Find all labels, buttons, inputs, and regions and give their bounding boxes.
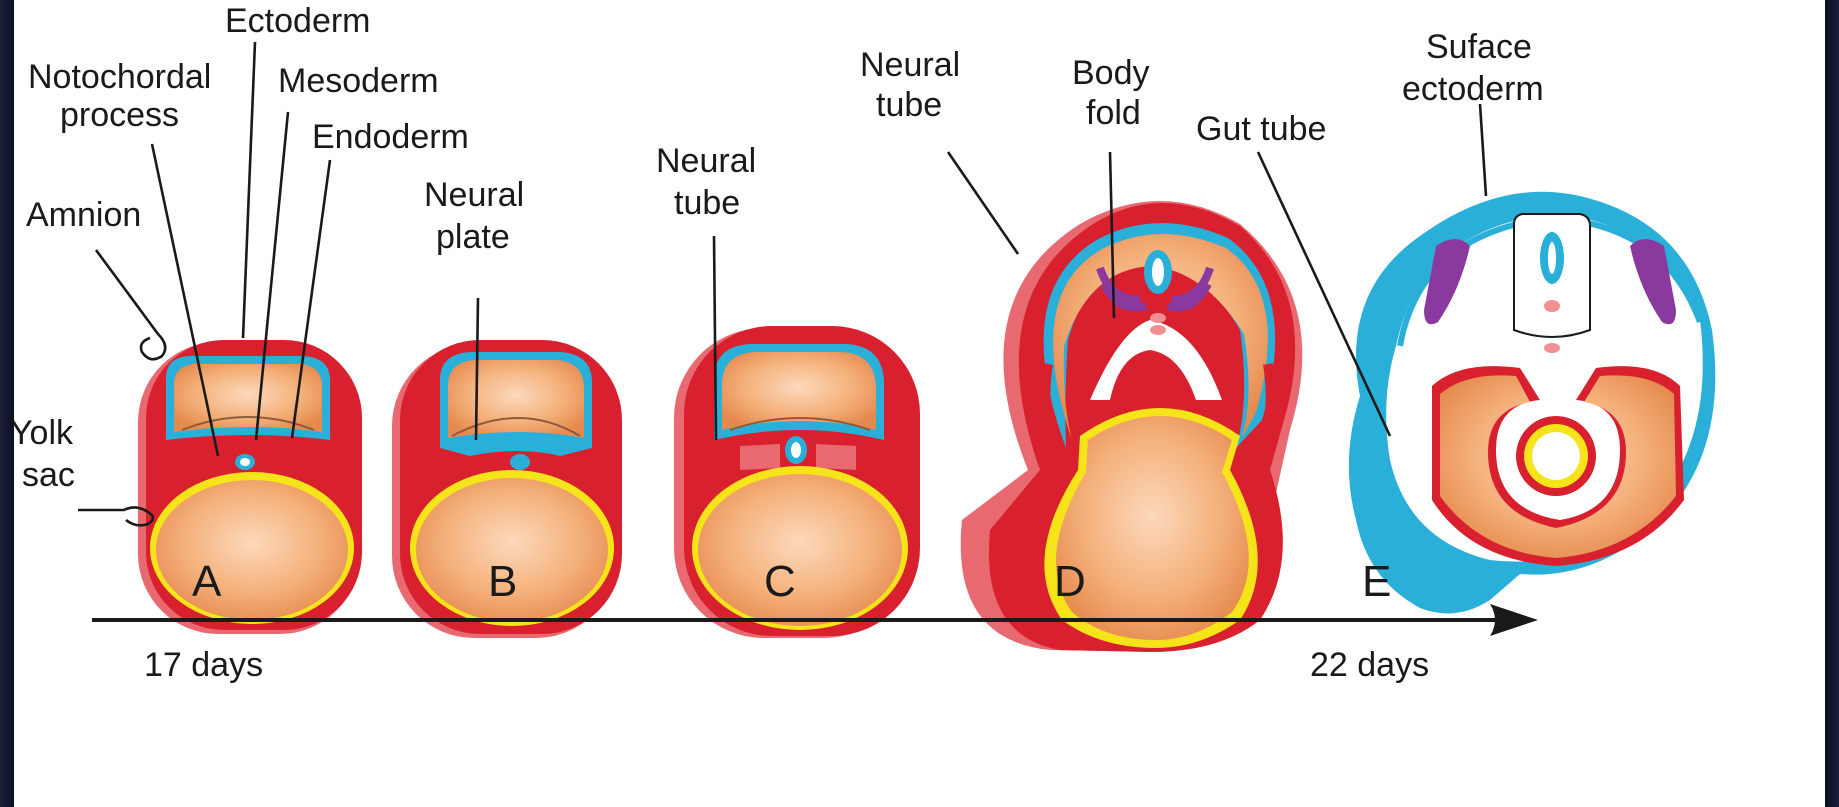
label-mesoderm: Mesoderm [278, 62, 439, 100]
stage-letter-d: D [1054, 557, 1086, 606]
stage-d-embryo [961, 201, 1303, 652]
stage-letter-c: C [764, 557, 796, 606]
timeline-end-label: 22 days [1310, 646, 1429, 684]
label-amnion: Amnion [26, 196, 141, 234]
timeline-start-label: 17 days [144, 646, 263, 684]
label-neural-tube-c-line2: tube [674, 184, 740, 222]
stage-letter-b: B [488, 557, 517, 606]
label-body-fold-line1: Body [1072, 54, 1150, 92]
label-endoderm: Endoderm [312, 118, 469, 156]
label-neural-tube-c-line1: Neural [656, 142, 756, 180]
stage-c-embryo [674, 326, 920, 638]
label-yolk-sac-line2: sac [22, 456, 75, 494]
label-neural-tube-d-line1: Neural [860, 46, 960, 84]
label-neural-plate-line2: plate [436, 218, 510, 256]
arrow-right-icon [1490, 604, 1538, 636]
stage-letter-a: A [192, 557, 222, 606]
stage-e-embryo [1349, 192, 1715, 614]
stage-a-embryo [138, 340, 362, 634]
label-yolk-sac-line1: Yolk [10, 414, 74, 452]
label-body-fold-line2: fold [1086, 94, 1141, 132]
label-neural-plate-line1: Neural [424, 176, 524, 214]
label-neural-tube-d-line2: tube [876, 86, 942, 124]
stage-letter-e: E [1362, 557, 1391, 606]
label-surface-ectoderm-line1: Suface [1426, 28, 1532, 66]
label-gut-tube: Gut tube [1196, 110, 1326, 148]
label-notochordal-process-line1: Notochordal [28, 58, 211, 96]
label-ectoderm: Ectoderm [225, 2, 371, 40]
label-surface-ectoderm-line2: ectoderm [1402, 70, 1544, 108]
label-notochordal-process-line2: process [60, 96, 179, 134]
